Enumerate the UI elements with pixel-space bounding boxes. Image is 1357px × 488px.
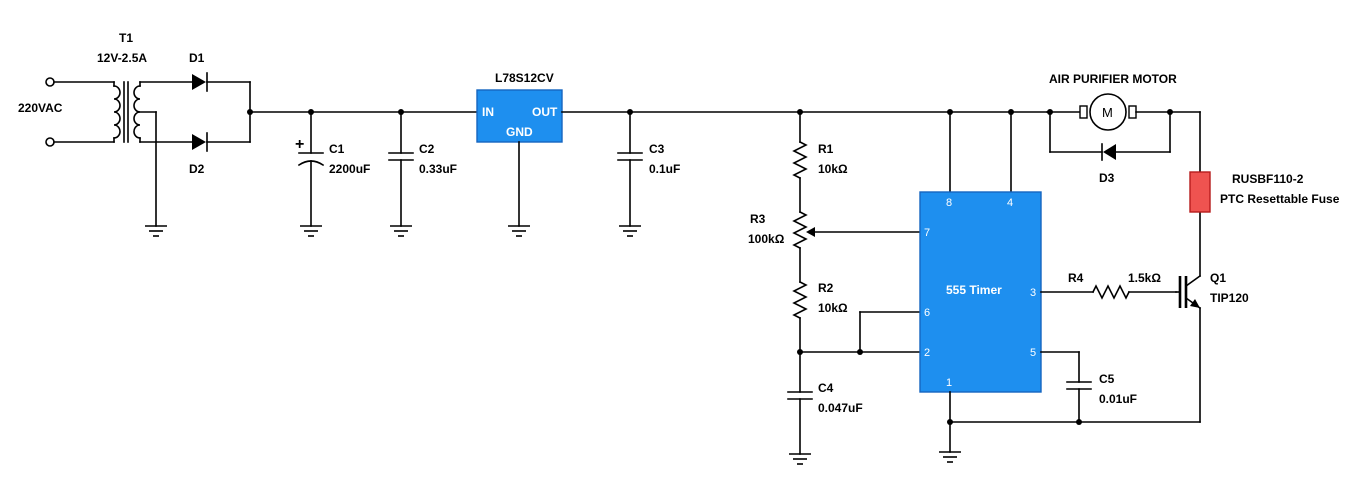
d1-label: D1 xyxy=(189,51,205,65)
pin-6: 6 xyxy=(924,307,930,319)
ground-icon xyxy=(618,225,642,237)
timer-555: 8 4 7 6 2 1 3 5 555 Timer xyxy=(919,111,1042,393)
q1-name: Q1 xyxy=(1210,271,1226,285)
r1-value: 10kΩ xyxy=(818,162,848,176)
r4-name: R4 xyxy=(1068,271,1084,285)
r1-name: R1 xyxy=(818,142,834,156)
r2-value: 10kΩ xyxy=(818,301,848,315)
r4-value: 1.5kΩ xyxy=(1128,271,1161,285)
c2-value: 0.33uF xyxy=(419,162,457,176)
ground-icon xyxy=(938,451,962,463)
diode-icon xyxy=(1103,144,1116,160)
ac-terminal-top xyxy=(45,77,55,87)
capacitor-c4: C4 0.047uF xyxy=(787,381,863,465)
pin-3: 3 xyxy=(1030,287,1036,299)
capacitor-c5: C5 0.01uF xyxy=(1040,351,1137,423)
ground-icon xyxy=(507,225,531,237)
motor-symbol: M xyxy=(1102,105,1113,120)
capacitor-c3: C3 0.1uF xyxy=(617,111,680,237)
r3-name: R3 xyxy=(750,212,766,226)
c3-value: 0.1uF xyxy=(649,162,680,176)
ac-input: 220VAC xyxy=(18,77,115,147)
c1-name: C1 xyxy=(329,142,345,156)
t1-value: 12V-2.5A xyxy=(97,51,147,65)
timer-name: 555 Timer xyxy=(946,283,1002,297)
d3-label: D3 xyxy=(1099,171,1115,185)
resistor-r1: R1 10kΩ xyxy=(792,111,848,213)
ground-icon xyxy=(144,225,168,237)
resistor-r2: R2 10kΩ xyxy=(792,280,848,393)
r2-name: R2 xyxy=(818,281,834,295)
motor: M AIR PURIFIER MOTOR xyxy=(1046,72,1201,131)
pin-8: 8 xyxy=(946,197,952,209)
fuse: RUSBF110-2 PTC Resettable Fuse xyxy=(1189,111,1340,213)
c4-value: 0.047uF xyxy=(818,401,863,415)
diode-icon xyxy=(192,74,206,90)
diode-d3: D3 xyxy=(1049,111,1171,185)
d2-label: D2 xyxy=(189,162,205,176)
ac-terminal-bottom xyxy=(45,137,55,147)
resistor-r4: R4 1.5kΩ xyxy=(1040,271,1177,300)
pin-4: 4 xyxy=(1007,197,1013,209)
r3-value: 100kΩ xyxy=(748,232,785,246)
motor-icon xyxy=(1089,93,1127,131)
fuse-desc: PTC Resettable Fuse xyxy=(1220,192,1340,206)
potentiometer-r3: R3 100kΩ xyxy=(748,210,921,283)
regulator-l78s12cv: IN OUT GND L78S12CV xyxy=(476,71,563,237)
c5-value: 0.01uF xyxy=(1099,392,1137,406)
c1-polarity: + xyxy=(295,136,304,153)
t1-name: T1 xyxy=(119,31,133,45)
fuse-name: RUSBF110-2 xyxy=(1232,172,1304,186)
capacitor-c1: + C1 2200uF xyxy=(295,111,370,237)
capacitor-c2: C2 0.33uF xyxy=(388,111,457,237)
c3-name: C3 xyxy=(649,142,665,156)
diode-d2: D2 xyxy=(189,132,251,176)
regulator-gnd: GND xyxy=(506,125,533,139)
ground-icon xyxy=(389,225,413,237)
diode-d1: D1 xyxy=(189,51,251,92)
regulator-in: IN xyxy=(482,105,494,119)
c1-value: 2200uF xyxy=(329,162,370,176)
c2-name: C2 xyxy=(419,142,435,156)
regulator-body xyxy=(476,89,563,143)
c5-name: C5 xyxy=(1099,372,1115,386)
pin-2: 2 xyxy=(924,347,930,359)
transformer-icon: T1 12V-2.5A xyxy=(97,31,147,143)
pin-7: 7 xyxy=(924,227,930,239)
fuse-icon xyxy=(1189,171,1211,213)
regulator-name: L78S12CV xyxy=(495,71,554,85)
transistor-q1: Q1 TIP120 xyxy=(1175,271,1249,310)
ground-icon xyxy=(788,453,812,465)
timer-body xyxy=(919,191,1042,393)
ac-source-label: 220VAC xyxy=(18,101,63,115)
ground-icon xyxy=(299,225,323,237)
pin-1: 1 xyxy=(946,377,952,389)
q1-value: TIP120 xyxy=(1210,291,1249,305)
regulator-out: OUT xyxy=(532,105,558,119)
pin-5: 5 xyxy=(1030,347,1036,359)
diode-icon xyxy=(192,134,206,150)
motor-title: AIR PURIFIER MOTOR xyxy=(1049,72,1177,86)
c4-name: C4 xyxy=(818,381,834,395)
